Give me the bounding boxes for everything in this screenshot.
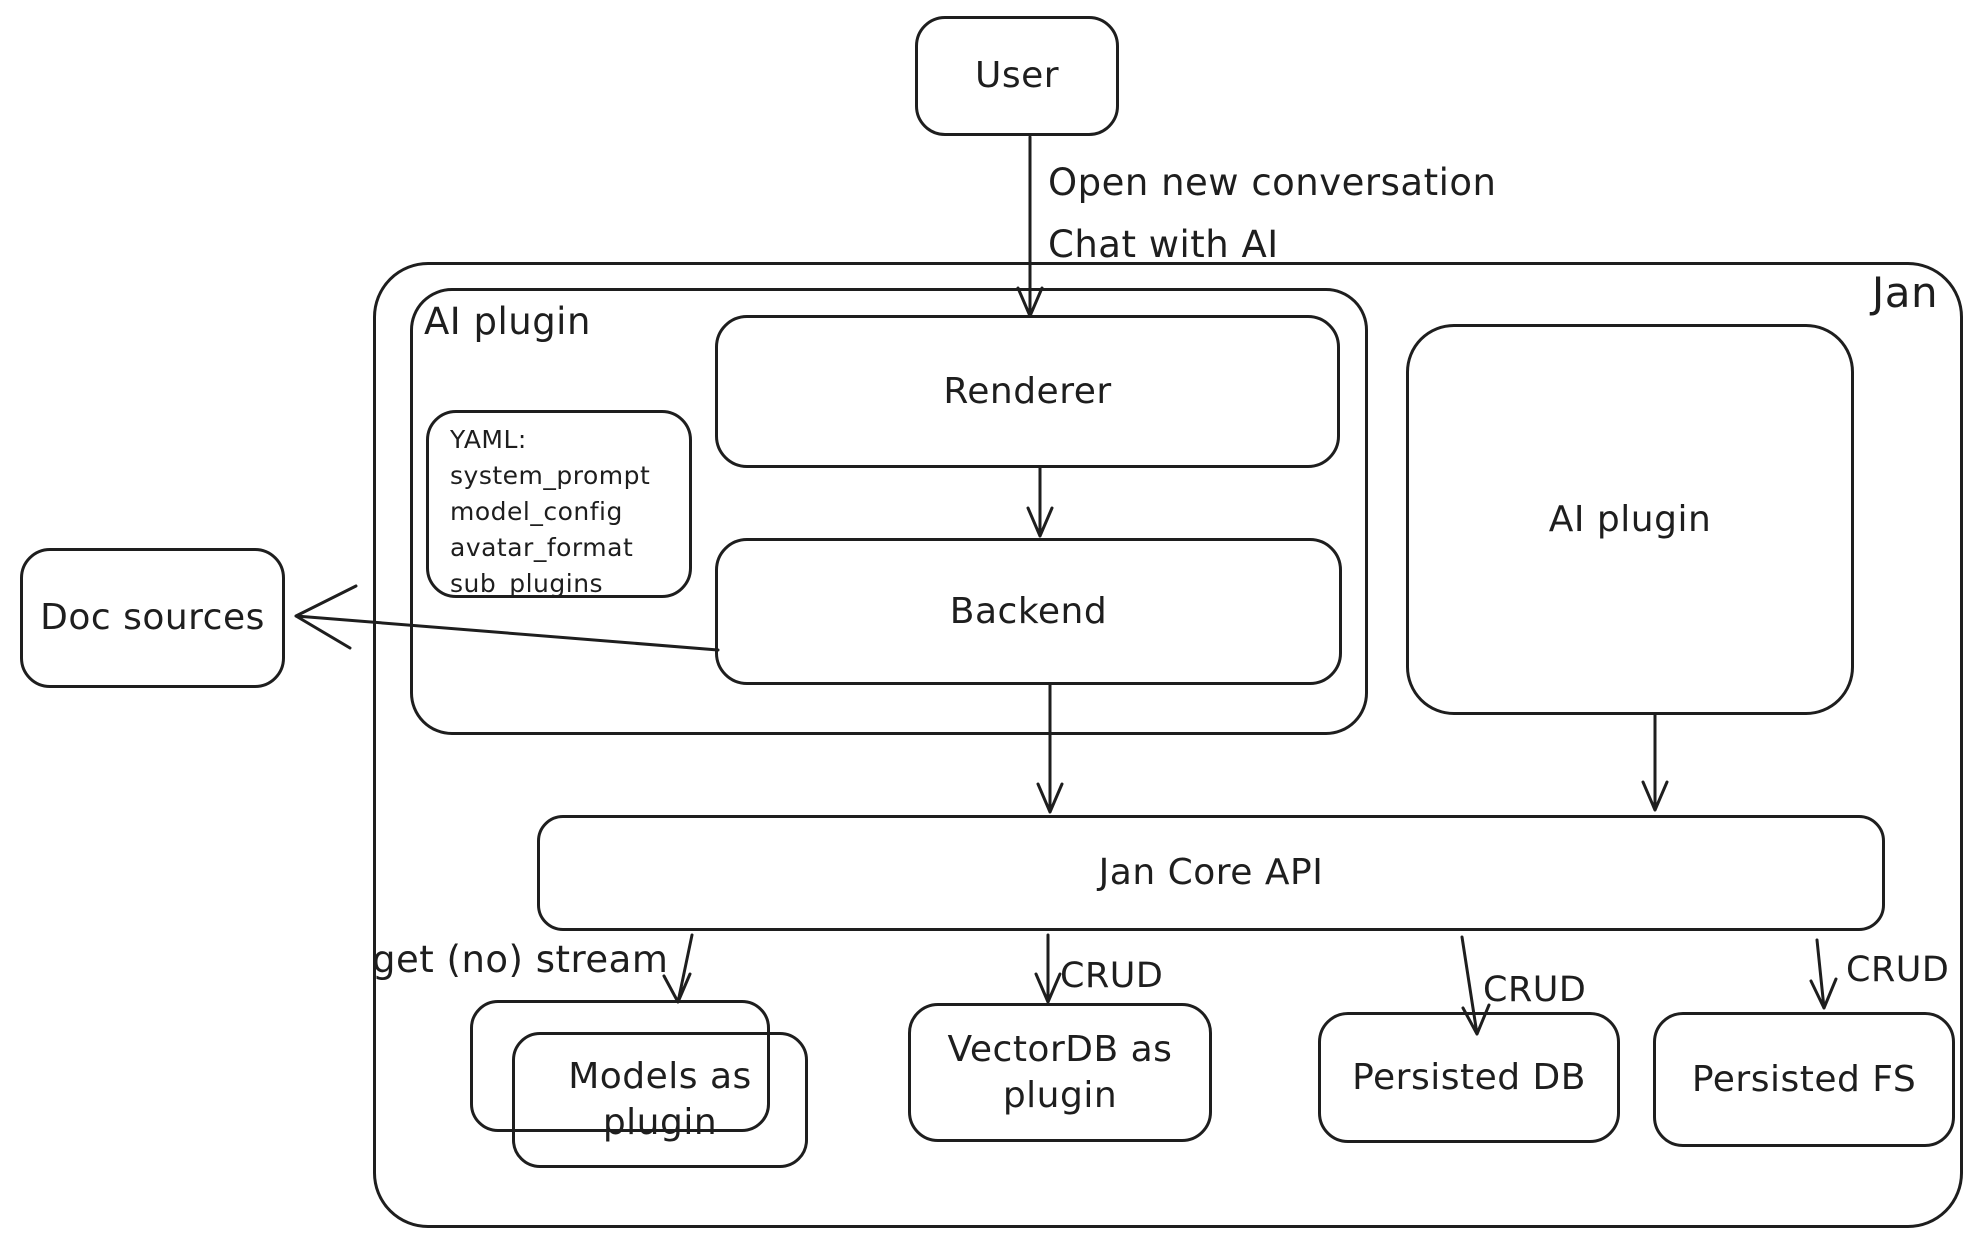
crud-label-persisted-fs: CRUD: [1846, 950, 1950, 990]
user-label: User: [974, 55, 1060, 96]
core-api-box: Jan Core API: [537, 815, 1885, 931]
vectordb-box: VectorDB as plugin: [908, 1003, 1212, 1142]
backend-label: Backend: [949, 590, 1108, 632]
renderer-box: Renderer: [715, 315, 1340, 468]
yaml-note-text: YAML: system_prompt model_config avatar_…: [450, 425, 651, 598]
backend-box: Backend: [715, 538, 1342, 685]
models-inner-box: Models as plugin: [512, 1032, 808, 1168]
core-api-label: Jan Core API: [1098, 852, 1324, 893]
models-outer-box: [470, 1000, 770, 1132]
jan-container: [373, 262, 1963, 1228]
ai-plugin-box: AI plugin: [1406, 324, 1854, 715]
models-label: Models as plugin: [568, 1056, 752, 1143]
crud-label-vectordb: CRUD: [1060, 956, 1164, 996]
doc-sources-box: Doc sources: [20, 548, 285, 688]
renderer-label: Renderer: [943, 370, 1112, 412]
ai-plugin-box-label: AI plugin: [1548, 498, 1712, 540]
persisted-fs-label: Persisted FS: [1691, 1058, 1917, 1100]
doc-sources-label: Doc sources: [40, 597, 265, 638]
ai-plugin-container: [410, 288, 1368, 735]
persisted-db-box: Persisted DB: [1318, 1012, 1620, 1143]
persisted-fs-box: Persisted FS: [1653, 1012, 1955, 1147]
user-box: User: [915, 16, 1119, 136]
crud-label-persisted-db: CRUD: [1483, 970, 1587, 1010]
get-stream-label: get (no) stream: [372, 938, 669, 981]
user-flow-label: Open new conversation Chat with AI: [1048, 161, 1497, 266]
vectordb-label: VectorDB as plugin: [947, 1028, 1173, 1116]
persisted-db-label: Persisted DB: [1352, 1056, 1586, 1098]
ai-plugin-container-label: AI plugin: [424, 300, 591, 343]
jan-label: Jan: [1871, 268, 1939, 317]
